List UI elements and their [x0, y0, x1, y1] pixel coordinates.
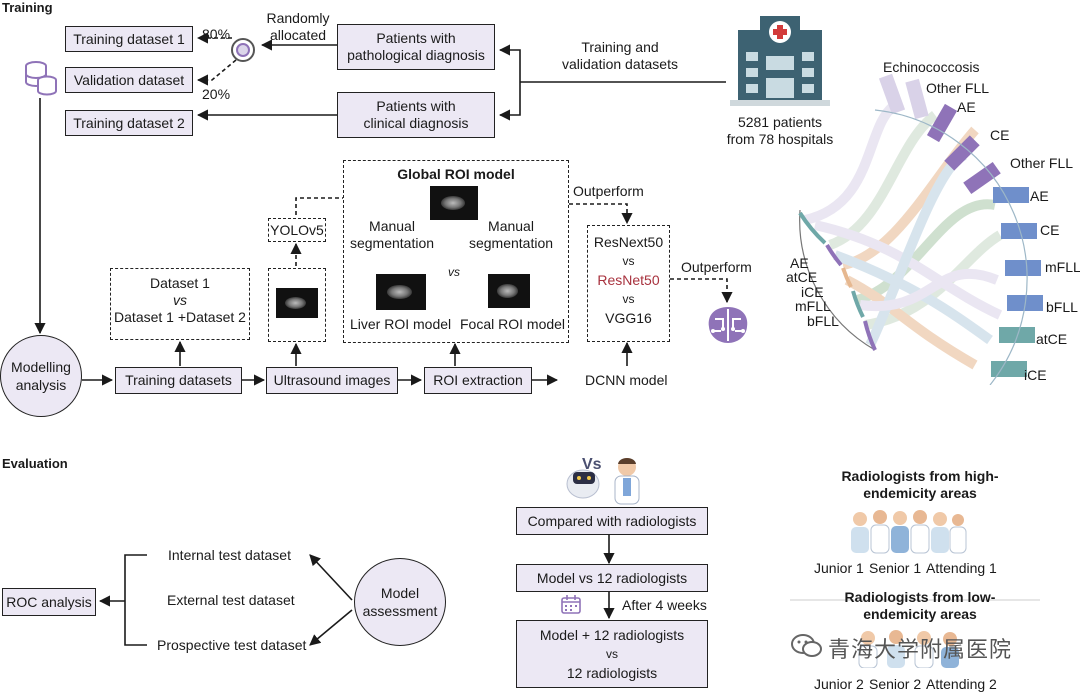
training-dataset-2-label: Training dataset 2 — [73, 114, 185, 131]
sankey-left-label-ice: iCE — [801, 284, 824, 300]
dcnn-compare-box — [587, 225, 670, 342]
wechat-icon — [791, 634, 822, 657]
external-test-label: External test dataset — [167, 592, 295, 608]
roc-analysis-box: ROC analysis — [2, 588, 96, 616]
sankey-left-label-mfll: mFLL — [795, 298, 831, 314]
dcnn-model-label: DCNN model — [585, 372, 668, 388]
sankey-top-label-other-fll-1: Other FLL — [926, 80, 990, 96]
validation-dataset-label: Validation dataset — [73, 71, 185, 88]
random-split-icon — [231, 38, 255, 62]
training-dataset-1-label: Training dataset 1 — [73, 30, 185, 47]
outperform-1-label: Outperform — [573, 183, 644, 199]
sankey-left-label-atce: atCE — [786, 269, 818, 285]
training-dataset-1-box: Training dataset 1 — [65, 26, 193, 52]
dataset-compare-text: Dataset 1 vs Dataset 1 +Dataset 2 — [114, 275, 246, 325]
sankey-diagram — [798, 73, 1043, 385]
training-section-title: Training — [2, 0, 53, 15]
pct-20-label: 20% — [202, 86, 231, 102]
internal-test-label: Internal test dataset — [168, 547, 291, 563]
ai-brain-icon — [708, 307, 748, 343]
database-icon — [25, 61, 57, 96]
sankey-right-label-ice: iCE — [1024, 367, 1047, 383]
pct-80-label: 80% — [202, 26, 231, 42]
sankey-right-label-atce: atCE — [1036, 331, 1068, 347]
liver-roi-label: Liver ROI model — [350, 316, 452, 332]
roi-extraction-box: ROI extraction — [424, 367, 532, 394]
model-plus-radiologists-box: Model + 12 radiologists vs 12 radiologis… — [516, 620, 708, 688]
low-senior-label: Senior 2 — [869, 676, 922, 692]
high-attending-label: Attending 1 — [926, 560, 997, 576]
after-4-weeks-label: After 4 weeks — [622, 597, 707, 613]
high-endemicity-title: Radiologists from high-endemicity areas — [841, 468, 999, 501]
sankey-top-label-echinococcosis: Echinococcosis — [883, 59, 980, 75]
radiologists-group-high-illustration — [851, 510, 967, 554]
evaluation-section-title: Evaluation — [2, 456, 68, 471]
ultrasound-images-box: Ultrasound images — [266, 367, 398, 394]
low-endemicity-title: Radiologists from low-endemicity areas — [844, 589, 996, 622]
training-datasets-box: Training datasets — [115, 367, 242, 394]
liver-roi-image — [376, 274, 426, 310]
global-roi-title: Global ROI model — [397, 166, 515, 182]
dataset-compare-box — [110, 268, 250, 340]
focal-roi-image — [488, 274, 530, 308]
sankey-right-label-ce: CE — [1040, 222, 1060, 238]
yolo-label: YOLOv5 — [270, 222, 324, 238]
high-junior-label: Junior 1 — [814, 560, 864, 576]
sankey-left-label-ae: AE — [790, 255, 809, 271]
ultrasound-image — [276, 288, 318, 318]
global-roi-box — [343, 160, 569, 343]
vs-label: vs — [448, 265, 460, 279]
low-junior-label: Junior 2 — [814, 676, 864, 692]
watermark-text: 青海大学附属医院 — [828, 637, 1013, 662]
prospective-test-label: Prospective test dataset — [157, 637, 307, 653]
vs-badge: Vs — [582, 456, 602, 473]
validation-dataset-box: Validation dataset — [65, 67, 193, 93]
radiologists-group-low-illustration — [858, 630, 959, 668]
ai-vs-doctor-illustration — [566, 458, 640, 505]
sankey-left-label-bfll: bFLL — [807, 313, 839, 329]
focal-roi-label: Focal ROI model — [460, 316, 566, 332]
compared-radiologists-box: Compared with radiologists — [516, 507, 708, 535]
hospital-icon — [730, 16, 830, 106]
sankey-top-label-ae: AE — [957, 99, 976, 115]
sankey-right-label-bfll: bFLL — [1046, 299, 1078, 315]
low-attending-label: Attending 2 — [926, 676, 997, 692]
training-dataset-2-box: Training dataset 2 — [65, 110, 193, 136]
sankey-top-label-ce: CE — [990, 127, 1010, 143]
sankey-top-label-other-fll-2: Other FLL — [1010, 155, 1074, 171]
calendar-icon — [561, 595, 581, 614]
sankey-right-label-mfll: mFLL — [1045, 259, 1080, 275]
dcnn-compare-text: ResNext50 vs ResNet50 vs VGG16 — [593, 234, 664, 326]
outperform-2-label: Outperform — [681, 259, 752, 275]
sankey-right-label-ae: AE — [1030, 188, 1049, 204]
global-roi-image — [430, 186, 478, 220]
model-vs-12-box: Model vs 12 radiologists — [516, 564, 708, 592]
yolo-box — [268, 218, 326, 242]
high-senior-label: Senior 1 — [869, 560, 922, 576]
